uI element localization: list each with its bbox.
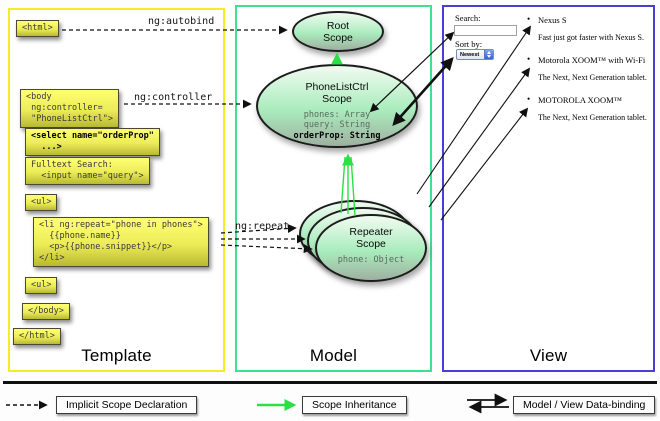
item-desc: Fast just got faster with Nexus S. bbox=[538, 33, 644, 42]
bullet-icon: • bbox=[527, 94, 531, 104]
item-desc: The Next, Next Generation tablet. bbox=[538, 73, 647, 82]
prop-phone: phone: Object bbox=[337, 254, 405, 265]
repeater-scope-props: phone: Object bbox=[317, 255, 425, 266]
legend-data-binding: Model / View Data-binding bbox=[513, 396, 656, 414]
legend-inheritance-label: Scope Inheritance bbox=[312, 399, 397, 411]
code-box-html-close: </html> bbox=[13, 328, 61, 346]
view-panel-label: View bbox=[529, 346, 568, 365]
repeater-scope-ellipse: Repeater Scope phone: Object bbox=[315, 214, 427, 282]
sort-dropdown-value: Newest bbox=[460, 51, 480, 58]
search-label: Search: bbox=[455, 13, 481, 23]
code-box-select: <select name="orderProp" ...> bbox=[25, 128, 160, 157]
prop-phones: phones: Array bbox=[303, 109, 371, 120]
code-box-html-open: <html> bbox=[16, 20, 59, 38]
list-item-xoom-wifi: • Motorola XOOM™ with Wi-Fi The Next, Ne… bbox=[527, 54, 652, 82]
sort-label: Sort by: bbox=[455, 39, 483, 49]
phonelistctrl-scope-title: PhoneListCtrl Scope bbox=[305, 81, 369, 106]
model-panel-label: Model bbox=[309, 346, 358, 365]
model-panel: Model bbox=[235, 5, 432, 372]
code-box-body-open: <body ng:controller= "PhoneListCtrl"> bbox=[20, 89, 119, 129]
autobind-label: ng:autobind bbox=[148, 16, 215, 27]
root-scope-ellipse: Root Scope bbox=[292, 11, 384, 52]
code-box-li-repeat: <li ng:repeat="phone in phones"> {{phone… bbox=[33, 217, 209, 268]
code-box-fulltext: Fulltext Search: <input name="query"> bbox=[25, 157, 150, 186]
legend-scope-inheritance: Scope Inheritance bbox=[302, 396, 407, 414]
template-panel-label: Template bbox=[81, 346, 152, 365]
code-box-ul-second: <ul> bbox=[25, 277, 58, 295]
bullet-icon: • bbox=[527, 54, 531, 64]
sort-dropdown[interactable]: Newest bbox=[456, 49, 494, 60]
search-input[interactable] bbox=[454, 25, 517, 36]
dropdown-stepper-icon bbox=[484, 50, 493, 59]
list-item-nexus: • Nexus S Fast just got faster with Nexu… bbox=[527, 14, 652, 42]
legend-implicit-scope: Implicit Scope Declaration bbox=[56, 396, 198, 414]
legend-implicit-label: Implicit Scope Declaration bbox=[66, 399, 188, 411]
prop-query: query: String bbox=[303, 120, 371, 131]
item-title: MOTOROLA XOOM™ bbox=[538, 95, 622, 105]
controller-label: ng:controller bbox=[134, 92, 213, 103]
bullet-icon: • bbox=[527, 14, 531, 24]
prop-orderprop: orderProp: String bbox=[293, 131, 381, 141]
legend-databinding-label: Model / View Data-binding bbox=[523, 399, 646, 411]
item-title: Nexus S bbox=[538, 15, 567, 25]
root-scope-title: Root Scope bbox=[323, 20, 353, 45]
code-box-ul-open: <ul> bbox=[25, 194, 58, 212]
item-desc: The Next, Next Generation tablet. bbox=[538, 113, 647, 122]
phonelistctrl-scope-ellipse: PhoneListCtrl Scope phones: Array query:… bbox=[256, 64, 418, 148]
list-item-xoom: • MOTOROLA XOOM™ The Next, Next Generati… bbox=[527, 94, 652, 122]
legend-divider bbox=[3, 381, 657, 384]
repeat-label: ng:repeat bbox=[235, 221, 290, 232]
item-title: Motorola XOOM™ with Wi-Fi bbox=[538, 55, 646, 65]
code-box-body-close: </body> bbox=[22, 303, 70, 321]
repeater-scope-title: Repeater Scope bbox=[349, 226, 393, 251]
phonelistctrl-scope-props: phones: Array query: String orderProp: S… bbox=[258, 110, 416, 142]
